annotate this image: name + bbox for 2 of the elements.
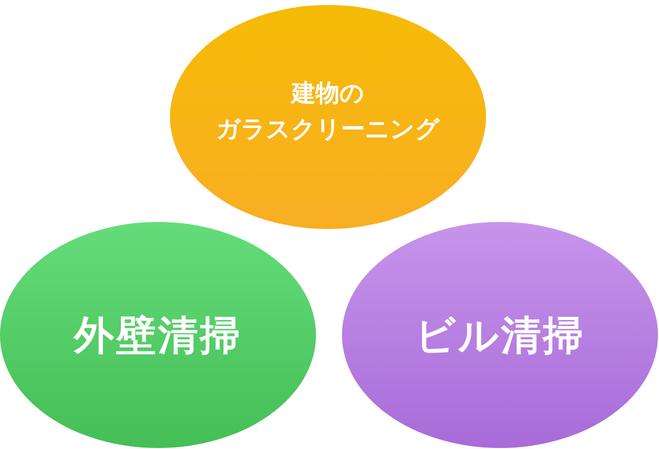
topic-label: 外壁清掃 — [74, 312, 242, 360]
topic-label: ビル清掃 — [415, 312, 585, 360]
